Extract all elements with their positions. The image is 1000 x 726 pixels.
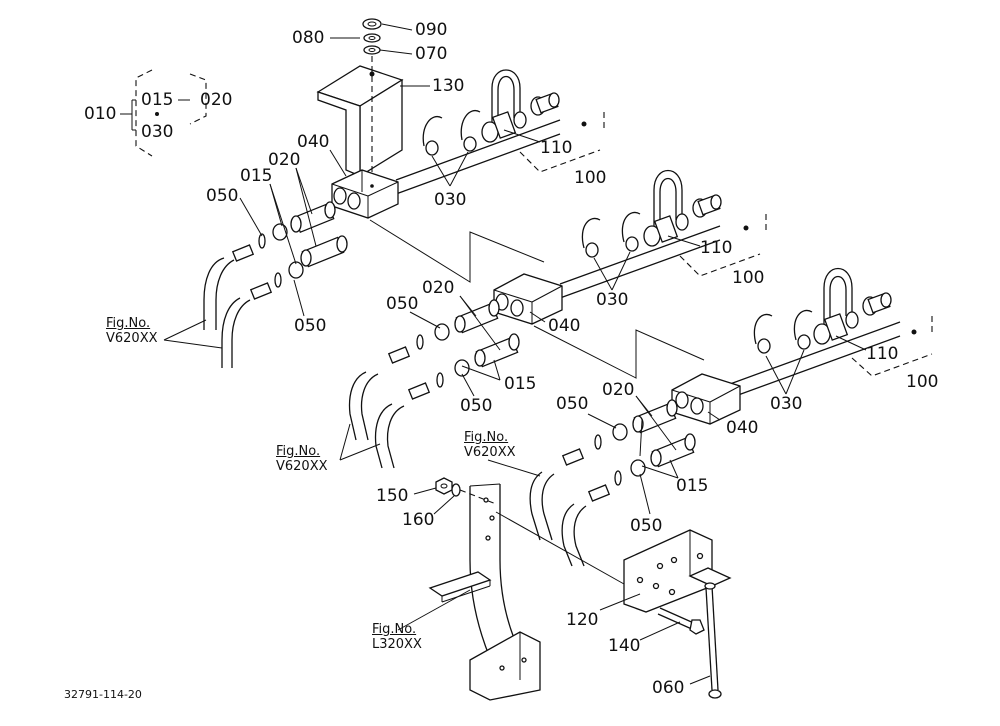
figure-ref-code: L320XX xyxy=(372,637,422,652)
label-020-c: 020 xyxy=(602,380,635,400)
figure-ref-title: Fig.No. xyxy=(372,622,417,637)
label-130: 130 xyxy=(432,76,465,96)
figure-ref-title: Fig.No. xyxy=(106,316,151,331)
label-015-set: 015 xyxy=(141,90,174,110)
label-010: 010 xyxy=(84,104,117,124)
label-110-a: 110 xyxy=(540,138,573,158)
label-015-b: 015 xyxy=(504,374,537,394)
label-100-c: 100 xyxy=(906,372,939,392)
assembly-c xyxy=(487,268,933,567)
washer-070 xyxy=(363,45,381,55)
label-030-a: 030 xyxy=(434,190,467,210)
figure-ref-4: Fig.No. L320XX xyxy=(372,622,422,652)
label-160: 160 xyxy=(402,510,435,530)
figure-ref-title: Fig.No. xyxy=(276,444,321,459)
label-150: 150 xyxy=(376,486,409,506)
label-040-a: 040 xyxy=(297,132,330,152)
washer-080 xyxy=(363,33,381,43)
top-bracket-130 xyxy=(316,65,404,178)
label-020-a: 020 xyxy=(268,150,301,170)
bolt-140 xyxy=(639,607,705,641)
figure-ref-2: Fig.No. V620XX xyxy=(276,444,328,474)
figure-ref-1: Fig.No. V620XX xyxy=(106,316,158,346)
label-060: 060 xyxy=(652,678,685,698)
label-080: 080 xyxy=(292,28,325,48)
frame-mount xyxy=(413,419,643,701)
label-040-c: 040 xyxy=(726,418,759,438)
label-050-b2: 050 xyxy=(460,396,493,416)
assembly-b xyxy=(339,170,767,469)
figure-ref-title: Fig.No. xyxy=(464,430,509,445)
assembly-a xyxy=(163,69,605,368)
label-030-set: 030 xyxy=(141,122,174,142)
label-030-b: 030 xyxy=(596,290,629,310)
label-110-b: 110 xyxy=(700,238,733,258)
label-050-a2: 050 xyxy=(294,316,327,336)
label-050-c1: 050 xyxy=(556,394,589,414)
rod-060 xyxy=(689,582,722,699)
label-100-a: 100 xyxy=(574,168,607,188)
label-050-a1: 050 xyxy=(206,186,239,206)
label-100-b: 100 xyxy=(732,268,765,288)
label-020-b: 020 xyxy=(422,278,455,298)
label-020-set: 020 xyxy=(200,90,233,110)
mount-plate-120 xyxy=(599,529,732,613)
figure-ref-code: V620XX xyxy=(464,445,516,460)
label-050-b1: 050 xyxy=(386,294,419,314)
label-040-b: 040 xyxy=(548,316,581,336)
label-140: 140 xyxy=(608,636,641,656)
label-120: 120 xyxy=(566,610,599,630)
figure-ref-3: Fig.No. V620XX xyxy=(464,430,516,460)
label-070: 070 xyxy=(415,44,448,64)
label-110-c: 110 xyxy=(866,344,899,364)
label-015-c: 015 xyxy=(676,476,709,496)
label-050-c2: 050 xyxy=(630,516,663,536)
set-bracket-010 xyxy=(120,69,207,157)
figure-ref-code: V620XX xyxy=(276,459,328,474)
label-015-a: 015 xyxy=(240,166,273,186)
label-090: 090 xyxy=(415,20,448,40)
document-id: 32791-114-20 xyxy=(64,688,142,701)
label-030-c: 030 xyxy=(770,394,803,414)
nut-090 xyxy=(362,18,382,30)
figure-ref-code: V620XX xyxy=(106,331,158,346)
